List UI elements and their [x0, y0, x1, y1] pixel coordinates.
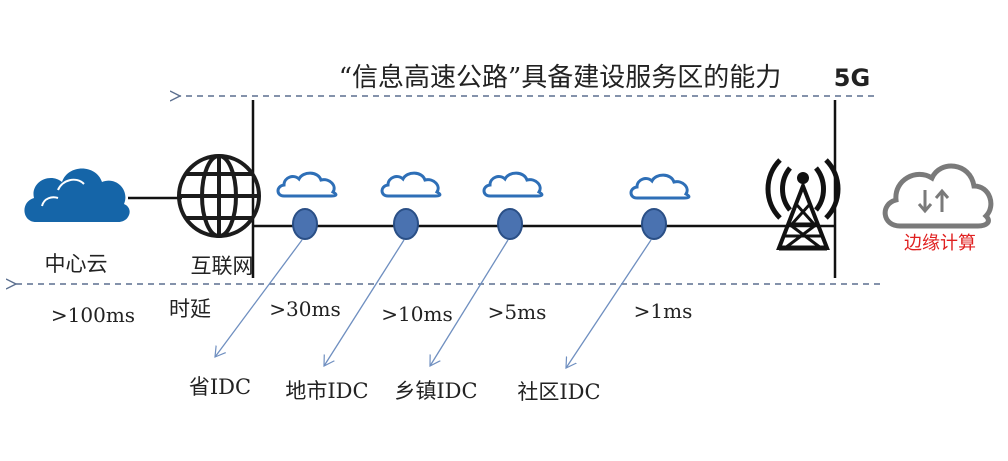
banner-text: “信息高速公路”具备建设服务区的能力	[339, 63, 782, 93]
network-5g-label: 5G	[834, 64, 870, 92]
node-community-idc	[641, 208, 667, 240]
node-province-idc	[292, 208, 318, 240]
center-cloud-label: 中心云	[45, 252, 108, 276]
small-cloud-icon-1	[276, 171, 338, 198]
upload-arrow-icon	[934, 188, 950, 212]
idc-label-province: 省IDC	[189, 375, 251, 399]
latency-value-town: >5ms	[488, 300, 547, 324]
latency-value-center: >100ms	[51, 303, 135, 327]
latency-value-community: >1ms	[634, 299, 693, 323]
small-cloud-icon-3	[482, 171, 544, 198]
cell-tower-icon	[765, 158, 841, 251]
node-town-idc	[497, 208, 523, 240]
small-cloud-icon-4	[629, 173, 691, 200]
globe-icon	[177, 154, 261, 238]
arrow-city-idc	[324, 239, 405, 366]
idc-label-town: 乡镇IDC	[394, 379, 477, 403]
internet-label: 互联网	[191, 254, 254, 278]
idc-label-city: 地市IDC	[285, 379, 368, 403]
edge-computing-label: 边缘计算	[904, 233, 976, 254]
idc-label-community: 社区IDC	[517, 380, 600, 404]
download-arrow-icon	[917, 190, 933, 214]
center-cloud-icon	[24, 168, 130, 222]
latency-label: 时延	[169, 297, 211, 321]
arrow-town-idc	[430, 239, 509, 366]
node-city-idc	[393, 208, 419, 240]
latency-value-city: >10ms	[381, 302, 452, 326]
arrow-province-idc	[215, 239, 303, 357]
small-cloud-icon-2	[380, 171, 442, 198]
latency-value-province: >30ms	[269, 297, 340, 321]
edge-cloud-icon	[882, 163, 994, 229]
arrow-community-idc	[566, 239, 652, 368]
